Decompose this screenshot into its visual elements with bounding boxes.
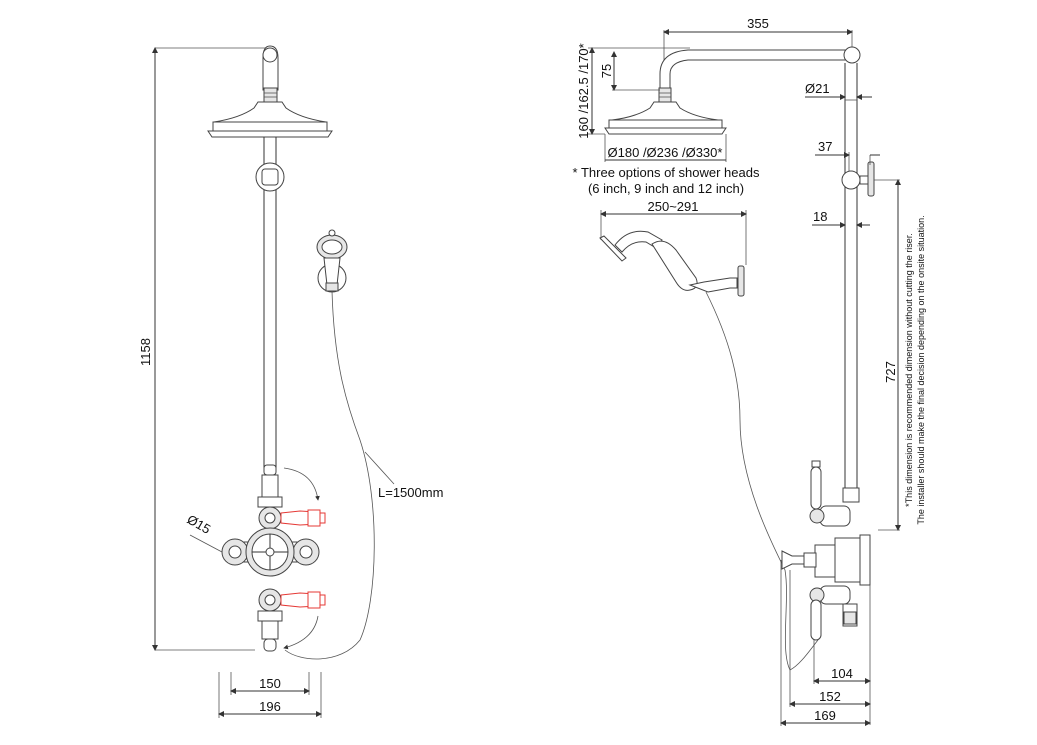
overhead-arm: [262, 45, 279, 103]
shower-head-front: [207, 101, 333, 138]
bracket-offset-label: 37: [818, 139, 832, 154]
thermostatic-valve-front: Ø15: [185, 464, 326, 652]
depth-dimensions: 104 152 169: [780, 560, 871, 726]
shower-arm-side: [658, 46, 861, 103]
thermostatic-valve-side: [781, 460, 871, 641]
overall-height-dimension: 1158: [138, 47, 268, 651]
riser-note-line2: The installer should make the final deci…: [916, 215, 926, 524]
riser-diameter-label: Ø21: [805, 81, 830, 96]
head-height-dimensions: 160 /162.5 /170* 75: [576, 43, 690, 139]
side-view: 355 160 /162.5 /170* 75: [573, 16, 926, 726]
handset-reach-label: 250~291: [648, 199, 699, 214]
riser-dimensions: Ø21 37 18 727 *This dimension is recomme…: [805, 81, 926, 531]
shower-head-side: [604, 101, 727, 135]
head-diameter-label: Ø180 /Ø236 /Ø330*: [608, 145, 723, 160]
arm-length-label: 355: [747, 16, 769, 31]
outlet-diameter-label: Ø15: [185, 512, 214, 537]
depth-104-label: 104: [831, 666, 853, 681]
front-view: 1158: [138, 45, 443, 718]
handset-side: 250~291: [599, 199, 819, 671]
inner-width-label: 150: [259, 676, 281, 691]
riser-width-label: 18: [813, 209, 827, 224]
depth-152-label: 152: [819, 689, 841, 704]
front-width-dimensions: 150 196: [218, 672, 322, 718]
head-diameter-dimension: Ø180 /Ø236 /Ø330* * Three options of sho…: [573, 134, 760, 196]
arm-length-dimension: 355: [663, 16, 853, 88]
head-height-label: 160 /162.5 /170*: [576, 43, 591, 138]
head-note-line1: * Three options of shower heads: [573, 165, 760, 180]
outer-width-label: 196: [259, 699, 281, 714]
riser-height-label: 727: [883, 361, 898, 383]
neck-height-label: 75: [599, 64, 614, 78]
riser-pipe-front: [255, 137, 285, 470]
riser-pipe-side: [841, 63, 875, 488]
riser-note-line1: *This dimension is recommended dimension…: [904, 233, 914, 507]
head-note-line2: (6 inch, 9 inch and 12 inch): [588, 181, 744, 196]
overall-height-label: 1158: [138, 338, 153, 366]
depth-169-label: 169: [814, 708, 836, 723]
handset-front: L=1500mm: [284, 229, 443, 660]
hose-length-label: L=1500mm: [378, 485, 443, 500]
